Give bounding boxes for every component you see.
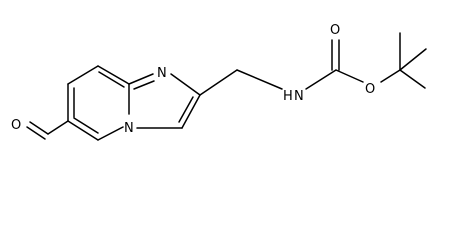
chain-bond-c2-ch2	[199, 69, 238, 96]
imidazole-ring	[128, 73, 201, 129]
chemical-structure: O N N H N O O	[11, 23, 427, 141]
ester-oxygen-label: O	[365, 82, 375, 97]
carbonyl-oxygen-label: O	[330, 23, 340, 38]
tbutyl-bond-down	[399, 69, 426, 89]
ester-bond-o-c	[380, 69, 401, 83]
ester-bond-c-o	[335, 69, 364, 83]
ring-bond-n1-c2	[170, 73, 201, 96]
pyridine-ring	[67, 65, 130, 141]
ring-bond-c9-n1-inner	[133, 80, 155, 90]
aldehyde-group	[26, 120, 69, 140]
ring-bond-c8-c9-inner	[98, 71, 125, 88]
ring-bond-c2-c3-inner	[178, 96, 194, 123]
bridgehead-nitrogen-label: N	[124, 121, 134, 136]
chain-bond-ch2-n	[236, 69, 283, 90]
aldehyde-oxygen-label: O	[11, 118, 21, 133]
aldehyde-ring-bond	[47, 120, 69, 135]
ring-bond-c9-n1	[128, 73, 154, 85]
imidazole-nitrogen-label: N	[157, 66, 167, 81]
ring-bond-n-c5	[97, 126, 124, 141]
chain-bond-n-co	[305, 69, 337, 90]
aldehyde-co-bond	[29, 121, 49, 135]
ring-bond-c5-c6-inner	[73, 117, 99, 134]
amide-hydrogen-label: H	[283, 89, 293, 104]
tbutyl-bond-right	[399, 48, 427, 71]
amide-nitrogen-label: N	[294, 89, 304, 104]
ring-bond-c5-c6	[67, 120, 99, 141]
aldehyde-co-double-bond	[26, 126, 46, 140]
ring-bond-c7-c8	[67, 65, 99, 85]
carbamate-chain	[199, 32, 427, 96]
ring-bond-c8-c9	[97, 65, 130, 85]
ring-bond-c2-c3	[181, 94, 201, 129]
